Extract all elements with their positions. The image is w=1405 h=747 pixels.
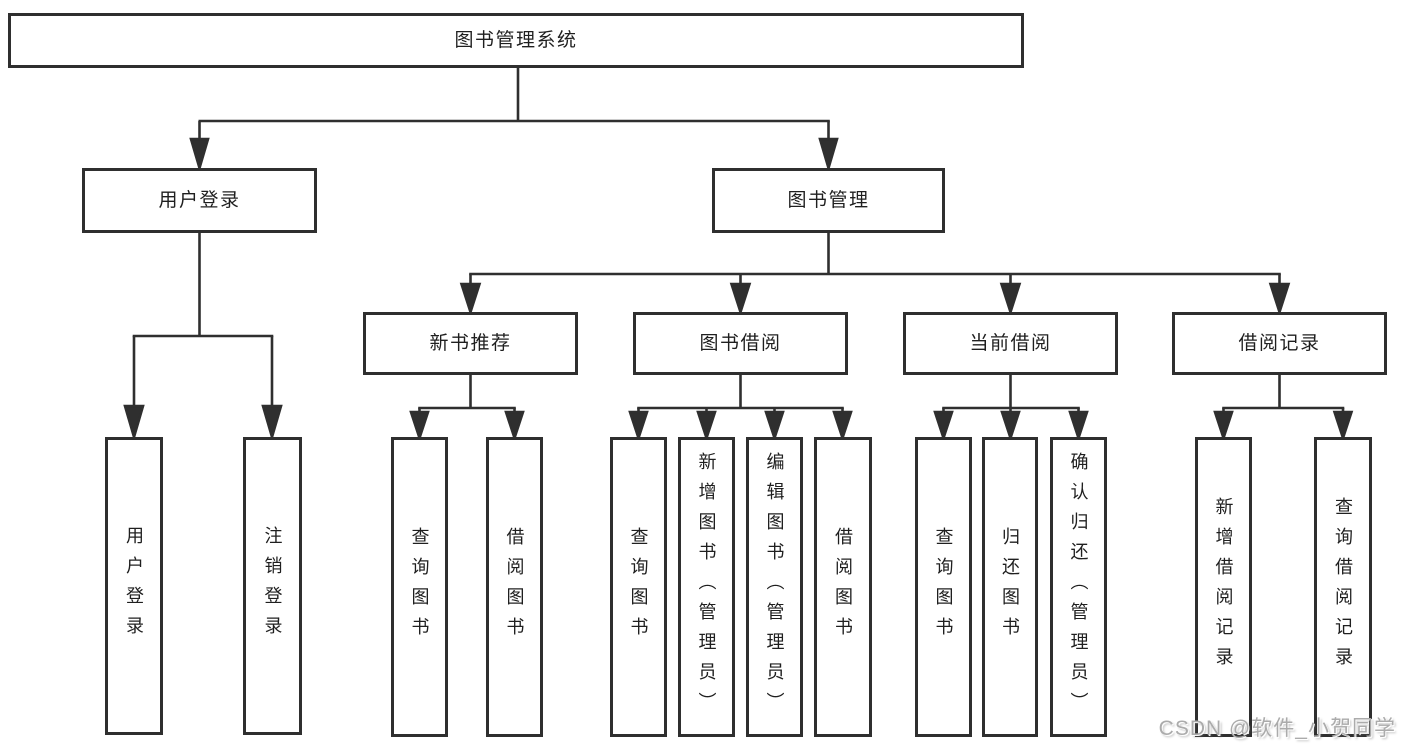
node-query-books-3: 查询图书 [915, 437, 972, 737]
node-system-root: 图书管理系统 [8, 13, 1024, 68]
node-logout-leaf: 注销登录 [243, 437, 302, 735]
node-label: 图书管理系统 [454, 30, 578, 51]
node-label: 借阅图书 [833, 527, 853, 647]
node-borrow-books-2: 借阅图书 [814, 437, 872, 737]
node-borrow-books-1: 借阅图书 [486, 437, 543, 737]
node-label: 新增图书（管理员） [696, 452, 717, 722]
node-label: 归还图书 [1000, 527, 1020, 647]
node-label: 编辑图书（管理员） [764, 452, 785, 722]
node-label: 查询图书 [409, 527, 430, 647]
node-return-books: 归还图书 [982, 437, 1038, 737]
csdn-watermark: CSDN @软件_小贺同学 [1158, 717, 1396, 740]
node-label: 新增借阅记录 [1213, 497, 1234, 677]
node-label: 当前借阅 [969, 333, 1052, 354]
node-label: 图书借阅 [699, 333, 782, 354]
node-label: 借阅图书 [504, 527, 525, 647]
node-borrowing-records: 借阅记录 [1172, 312, 1387, 375]
node-book-borrowing: 图书借阅 [633, 312, 848, 375]
node-add-borrow-record: 新增借阅记录 [1195, 437, 1252, 737]
node-book-management-module: 图书管理 [712, 168, 945, 233]
node-label: 查询图书 [628, 527, 649, 647]
node-user-login-leaf: 用户登录 [105, 437, 163, 735]
node-query-books-2: 查询图书 [610, 437, 667, 737]
node-label: 图书管理 [787, 190, 870, 211]
node-query-books-1: 查询图书 [391, 437, 448, 737]
node-label: 查询借阅记录 [1333, 497, 1353, 677]
node-label: 查询图书 [933, 527, 954, 647]
node-new-book-recommend: 新书推荐 [363, 312, 578, 375]
node-confirm-return-admin: 确认归还（管理员） [1050, 437, 1107, 737]
node-user-login-module: 用户登录 [82, 168, 317, 233]
node-edit-books-admin: 编辑图书（管理员） [746, 437, 803, 737]
node-label: 用户登录 [158, 190, 241, 211]
node-label: 确认归还（管理员） [1068, 452, 1089, 722]
node-label: 借阅记录 [1238, 333, 1321, 354]
node-add-books-admin: 新增图书（管理员） [678, 437, 735, 737]
node-query-borrow-record: 查询借阅记录 [1314, 437, 1372, 737]
node-label: 新书推荐 [429, 333, 512, 354]
node-label: 用户登录 [124, 526, 144, 646]
node-label: 注销登录 [262, 526, 283, 646]
node-current-borrowing: 当前借阅 [903, 312, 1118, 375]
